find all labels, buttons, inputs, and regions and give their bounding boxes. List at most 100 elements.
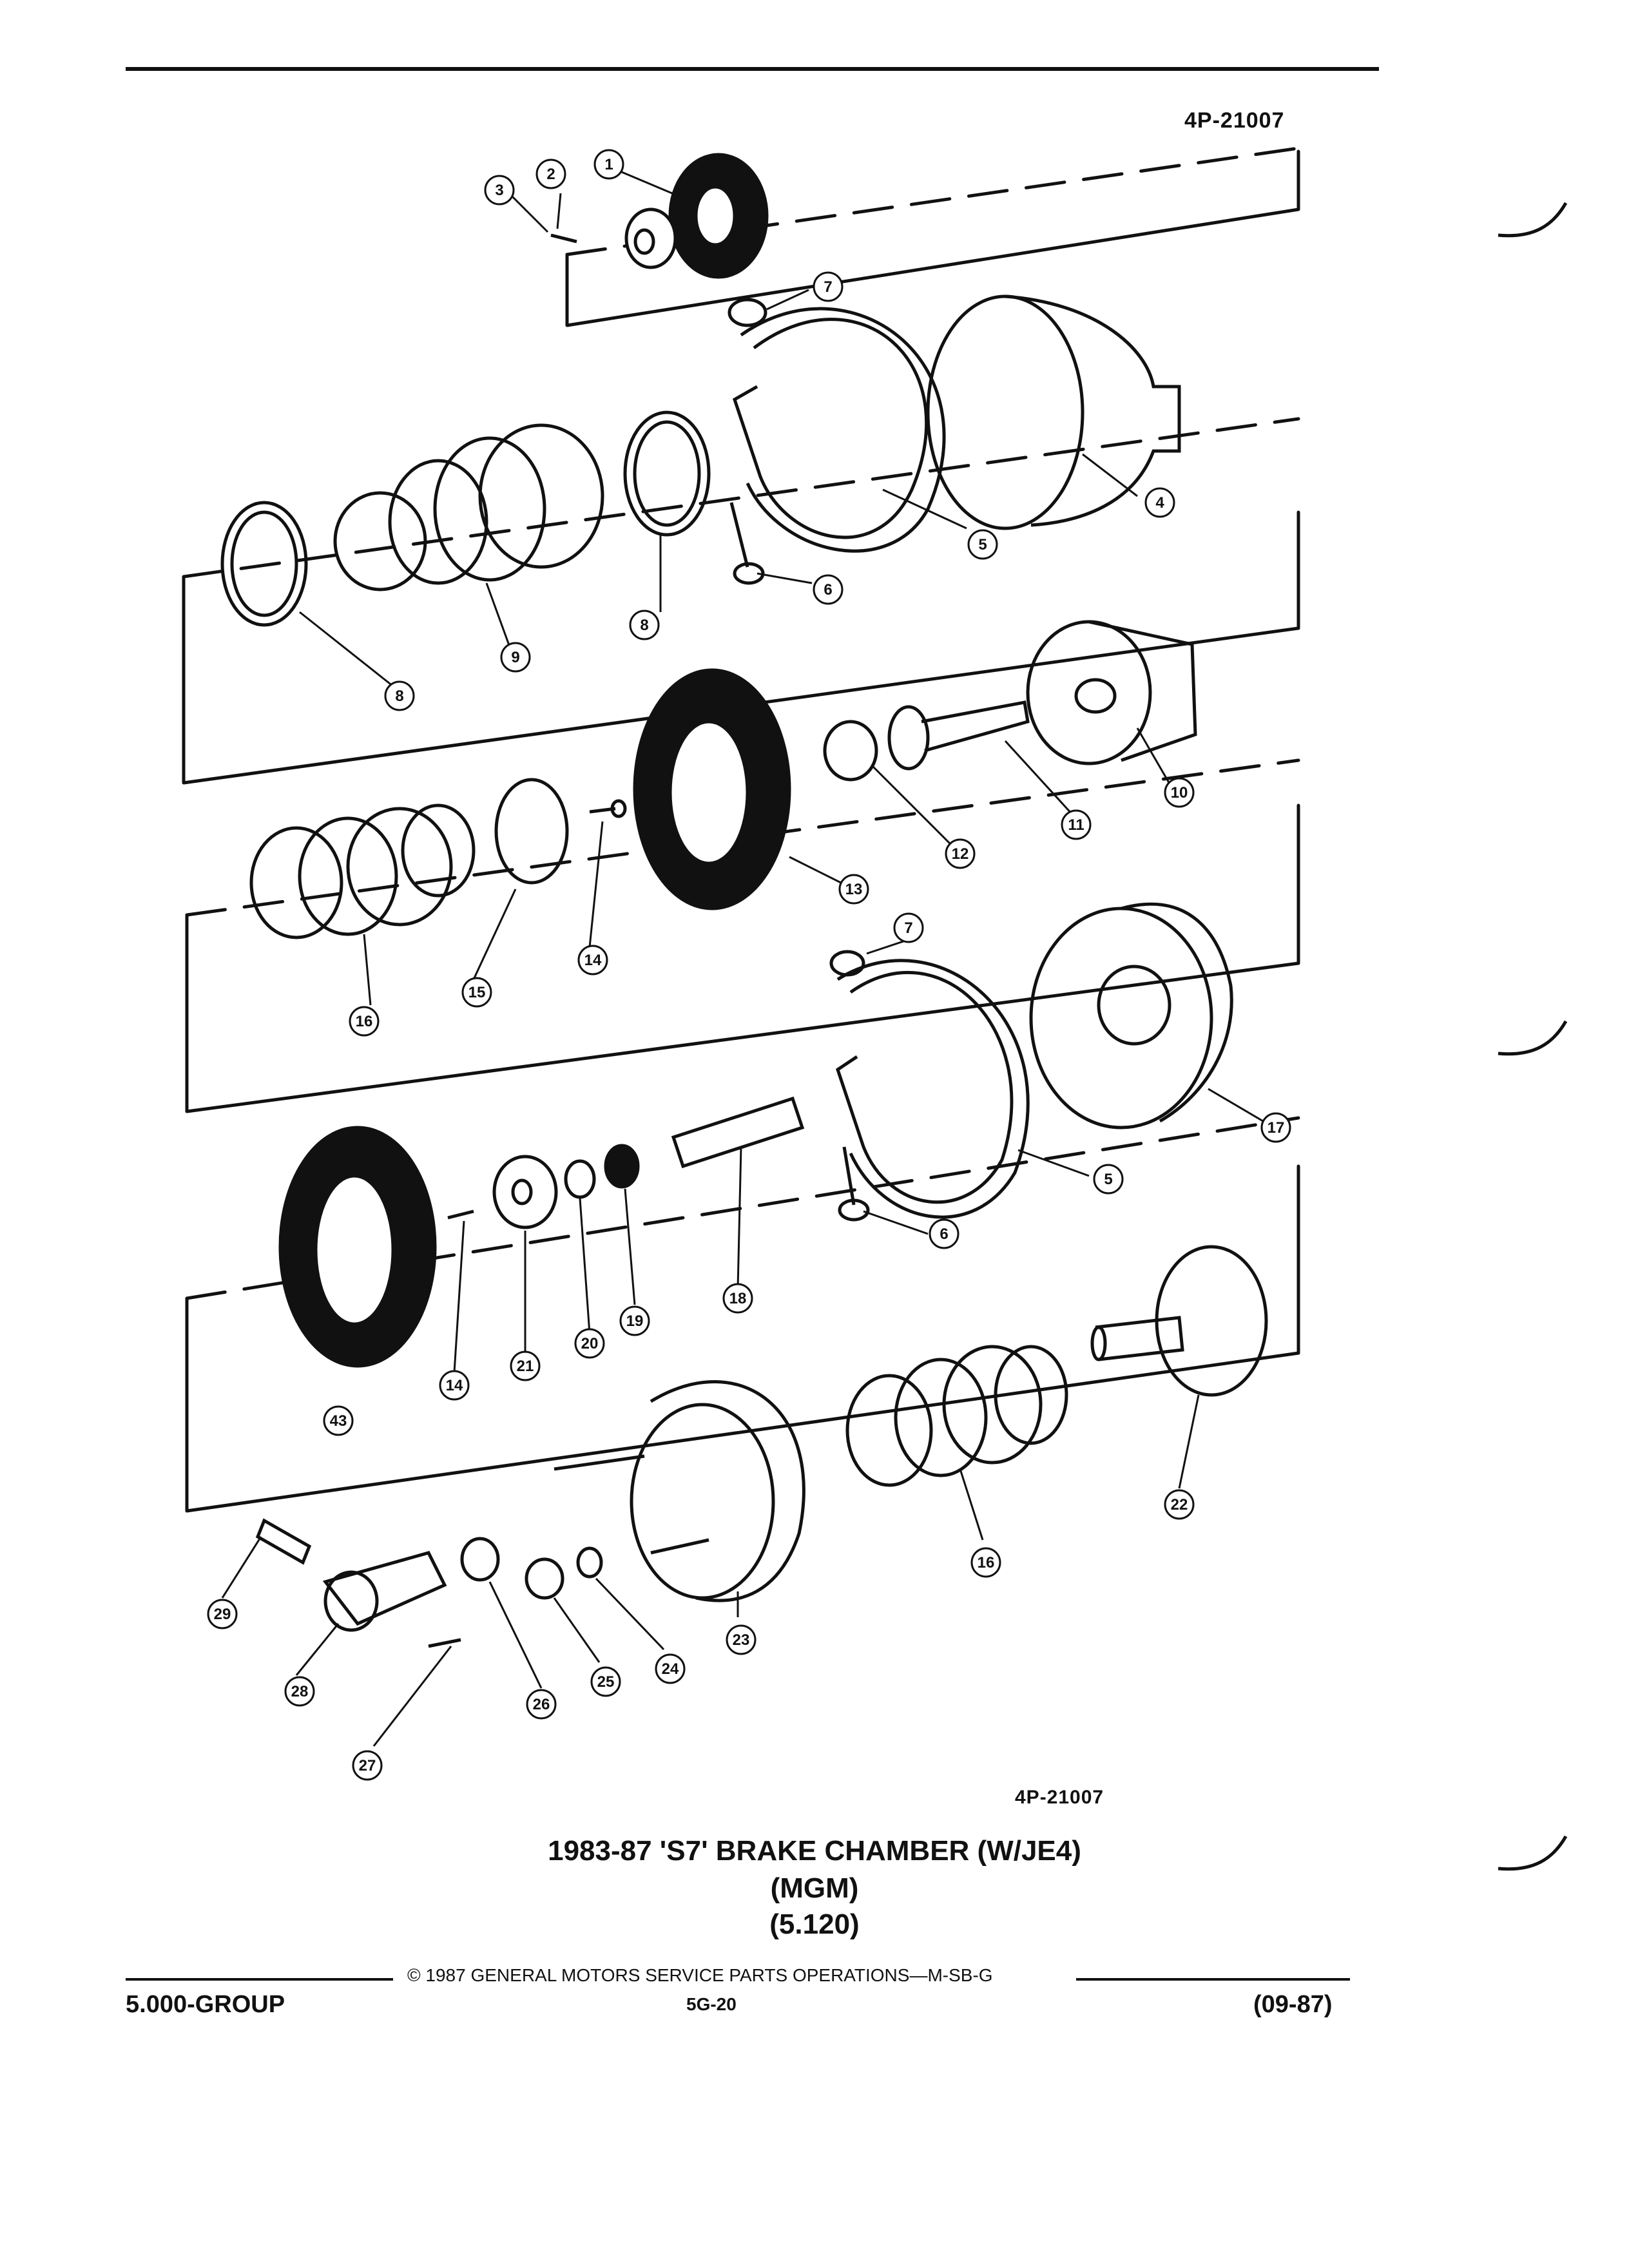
callout-label: 29: [214, 1606, 231, 1623]
callout-circle: [619, 1305, 650, 1336]
part-28-clevis: [322, 1551, 447, 1626]
callout-circle: [484, 175, 515, 206]
page-number: 5G-20: [686, 1994, 737, 2014]
margin-marks: [1498, 202, 1568, 1871]
footer-drawing-code: 4P-21007: [1015, 1787, 1104, 1808]
part-11-bolt-head: [887, 705, 930, 771]
callout-circle: [722, 1283, 753, 1314]
callout-label: 1: [604, 156, 613, 173]
part-6-bolt: [729, 502, 749, 568]
part-14-screw-2: [447, 1209, 474, 1220]
caption-line-2: (MGM): [770, 1872, 859, 1904]
callout-label: 5: [978, 536, 987, 553]
group-label: 5.000-GROUP: [126, 1991, 285, 2018]
part-15-plate: [494, 778, 569, 885]
footer-rule-right: [1076, 1978, 1350, 1981]
callout-label: 14: [584, 952, 602, 969]
callout-circle: [323, 1405, 354, 1436]
callout-circle: [590, 1666, 621, 1697]
part-8-ring: [623, 410, 711, 537]
callout-circle: [593, 149, 624, 180]
part-3-pin: [550, 233, 577, 244]
callout-label: 21: [517, 1358, 534, 1375]
frame-band-3: [185, 803, 1300, 1113]
callout-circle: [655, 1653, 686, 1684]
part-6-bolt-2: [842, 1146, 856, 1206]
callout-circle: [1164, 777, 1195, 808]
callout-circle: [813, 271, 843, 302]
callout-circle: [349, 1006, 380, 1037]
callout-label: 10: [1171, 784, 1188, 802]
callout-circle: [967, 529, 998, 560]
callout-circle: [893, 912, 924, 943]
part-12-disc: [823, 720, 878, 782]
part-24-washer: [576, 1546, 603, 1579]
callout-label: 22: [1171, 1496, 1188, 1514]
callout-circle: [461, 977, 492, 1008]
callout-circle: [945, 838, 976, 869]
part-7-nut: [728, 298, 767, 327]
frame-band-4: [185, 1164, 1300, 1513]
callout-label: 19: [626, 1312, 644, 1330]
callout-label: 25: [597, 1673, 615, 1691]
callout-circle: [1061, 809, 1092, 840]
part-2-nut: [624, 207, 677, 269]
callout-circle: [1144, 487, 1175, 518]
copyright-line: © 1987 GENERAL MOTORS SERVICE PARTS OPER…: [407, 1965, 993, 1985]
callout-label: 17: [1268, 1119, 1285, 1137]
callout-label: 11: [1068, 816, 1084, 834]
callout-label: 5: [1104, 1171, 1112, 1188]
callout-label: 20: [581, 1335, 599, 1352]
callout-label: 7: [904, 919, 912, 937]
part-20-washer: [564, 1159, 596, 1199]
callout-circle: [1260, 1112, 1291, 1143]
part-26-nut: [460, 1537, 500, 1582]
callout-label: 6: [940, 1225, 948, 1243]
callout-label: 9: [511, 649, 519, 666]
callout-circle: [526, 1689, 557, 1720]
part-5-clamp-2: [836, 970, 1014, 1204]
callout-label: 23: [733, 1631, 750, 1649]
caption-line-3: (5.120): [769, 1908, 860, 1940]
callout-circle: [207, 1599, 238, 1629]
part-23-housing: [630, 1403, 775, 1600]
part-27-cotter: [428, 1638, 461, 1648]
callout-label: 13: [845, 881, 863, 898]
part-8-ring-left: [220, 501, 308, 627]
callout-circle: [577, 945, 608, 975]
callout-label: 8: [640, 617, 648, 634]
callout-circle: [726, 1624, 757, 1655]
part-29-pin: [255, 1518, 312, 1565]
callout-label: 16: [356, 1013, 373, 1030]
revision-date: (09-87): [1253, 1991, 1333, 2018]
callout-label: 3: [495, 182, 503, 199]
footer-rule-left: [126, 1978, 393, 1981]
part-19-nut: [604, 1144, 640, 1189]
part-10-plate: [1026, 620, 1152, 765]
frame-band-1: [565, 149, 1300, 327]
callout-circle: [500, 642, 531, 673]
part-21-washer: [492, 1155, 558, 1229]
part-9-spring: [333, 423, 604, 591]
caption-line-1: 1983-87 'S7' BRAKE CHAMBER (W/JE4): [548, 1835, 1081, 1867]
part-16-spring: [249, 803, 476, 939]
callout-circle: [352, 1750, 383, 1781]
callout-circle: [510, 1350, 541, 1381]
top-rule: [126, 67, 1379, 71]
callout-circle: [284, 1676, 315, 1707]
callout-circle: [439, 1370, 470, 1401]
callout-circle: [535, 159, 566, 189]
callout-circle: [1093, 1164, 1124, 1195]
part-4-housing: [926, 294, 1084, 530]
callout-circle: [838, 874, 869, 905]
part-22-plate: [1155, 1245, 1268, 1397]
callout-label: 7: [824, 278, 832, 296]
callout-circle: [629, 610, 660, 640]
callout-label: 27: [359, 1757, 376, 1774]
callout-label: 28: [291, 1683, 309, 1700]
callout-label: 18: [729, 1290, 747, 1307]
callout-label: 6: [824, 581, 832, 599]
callout-circle: [813, 574, 843, 605]
part-25-nut: [525, 1557, 564, 1600]
